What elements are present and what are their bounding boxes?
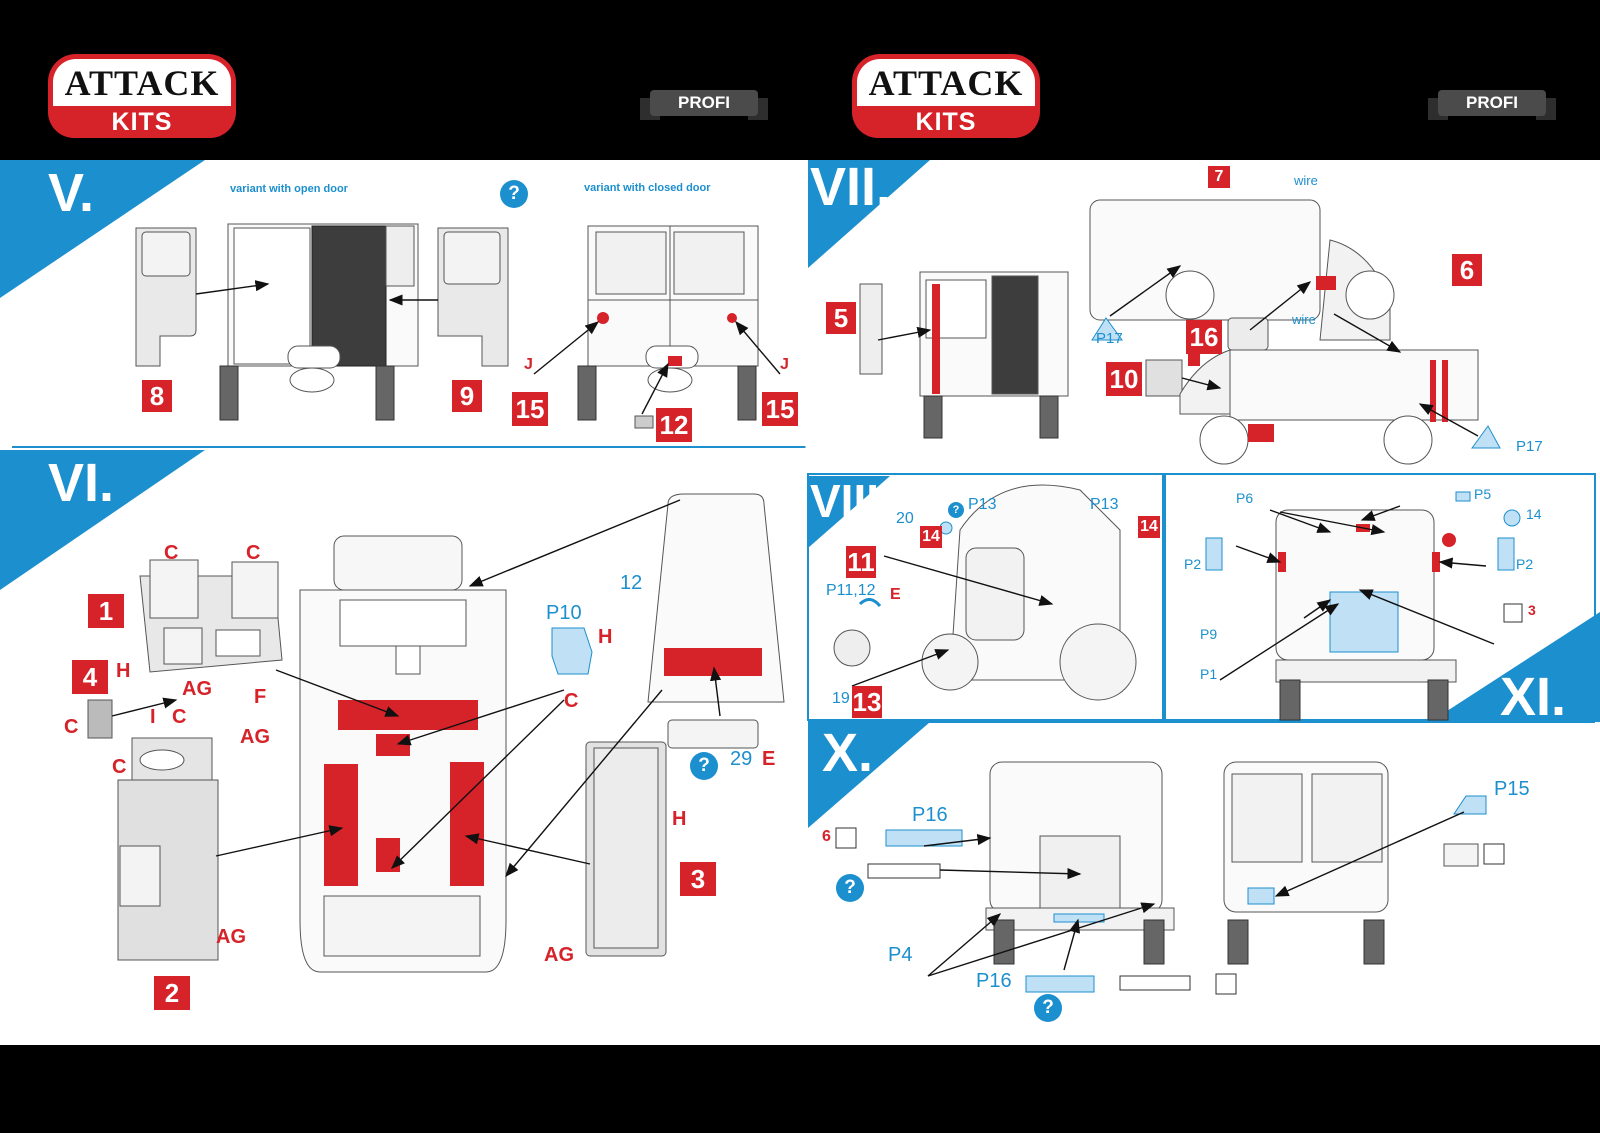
rear-wheel (577, 365, 597, 421)
section-x-corner (808, 722, 930, 828)
header-band (0, 0, 1600, 160)
section-xi-title: XI. (1500, 667, 1567, 727)
letter-label: C (246, 542, 261, 564)
part-label: 20 (896, 510, 914, 527)
footer-band (0, 1045, 1600, 1133)
part-number-badge: 16 (1186, 320, 1222, 354)
variant-open-caption: variant with open door (230, 183, 348, 195)
brand-logo-left: ATTACK KITS (48, 54, 236, 138)
part-label: 29 (730, 748, 753, 770)
letter-label: C (164, 542, 179, 564)
part-label: P16 (976, 970, 1012, 992)
rear-wheel (375, 365, 395, 421)
part-label: P6 (1236, 490, 1254, 506)
part-label: 19 (832, 690, 850, 707)
part-label: 14 (1526, 506, 1542, 522)
section-v-title: V. (48, 163, 95, 223)
section-viii-corner (808, 476, 890, 548)
letter-label: E (890, 586, 901, 603)
part-label: wire (1294, 173, 1318, 188)
section-xi-corner (1430, 612, 1600, 722)
letter-label: H (116, 660, 131, 682)
profi-badge-right: PROFI (1428, 84, 1556, 124)
section-x-title: X. (822, 723, 874, 783)
part-label: P17 (1096, 330, 1123, 347)
letter-label: H (672, 808, 687, 830)
variant-closed-caption: variant with closed door (584, 182, 711, 194)
letter-label: E (762, 748, 776, 770)
letter-label: H (598, 626, 613, 648)
help-icon: ? (948, 502, 964, 518)
section-vi-title: VI. (48, 453, 115, 513)
letter-label: AG (544, 944, 574, 966)
letter-label: C (564, 690, 579, 712)
part-label: P16 (912, 804, 948, 826)
part-number-badge: 11 (846, 546, 876, 578)
part-label: P13 (968, 496, 997, 513)
part-number-badge: 9 (452, 380, 482, 412)
part-number-badge: 14 (920, 526, 942, 548)
brand-logo-right: ATTACK KITS (852, 54, 1040, 138)
profi-badge-text: PROFI (650, 90, 758, 116)
number-label: 6 (822, 828, 831, 845)
help-icon: ? (690, 752, 718, 780)
section-vi-corner (0, 450, 205, 590)
brand-logo-line1: ATTACK (852, 54, 1040, 106)
letter-label: J (524, 356, 533, 373)
letter-label: C (64, 716, 79, 738)
help-icon: ? (1034, 994, 1062, 1022)
section-viii-title: VIII. (810, 475, 892, 527)
part-number-badge: 13 (852, 686, 882, 718)
letter-label: AG (216, 926, 246, 948)
part-number-badge: 8 (142, 380, 172, 412)
letter-label: I (150, 706, 156, 728)
part-label: P13 (1090, 496, 1119, 513)
part-label: P11,12 (826, 582, 876, 599)
part-label: P17 (1516, 438, 1543, 455)
letter-label: AG (182, 678, 212, 700)
part-number-badge: 4 (72, 660, 108, 694)
part-label: P15 (1494, 778, 1530, 800)
rear-wheel (737, 365, 757, 421)
brand-logo-line1: ATTACK (48, 54, 236, 106)
section-vii-corner (808, 160, 930, 268)
part-number-badge: 1 (88, 594, 124, 628)
help-icon: ? (836, 874, 864, 902)
section-vii-title: VII. (810, 157, 892, 217)
part-number-badge: 3 (680, 862, 716, 896)
part-number-badge: 12 (656, 408, 692, 442)
part-label: P10 (546, 602, 582, 624)
part-number-badge: 15 (512, 392, 548, 426)
part-number-badge: 5 (826, 302, 856, 334)
part-label: P5 (1474, 486, 1492, 502)
part-number-badge: 15 (762, 392, 798, 426)
part-label: 12 (620, 572, 643, 594)
section-v-corner (0, 160, 205, 298)
rear-wheel (219, 365, 239, 421)
letter-label: F (254, 686, 267, 708)
letter-label: AG (240, 726, 270, 748)
part-number-badge: 2 (154, 976, 190, 1010)
letter-label: C (172, 706, 187, 728)
part-label: wire (1292, 312, 1316, 327)
letter-label: C (112, 756, 127, 778)
part-number-badge: 6 (1452, 254, 1482, 286)
brand-logo-line2: KITS (852, 106, 1040, 138)
part-number-badge: 7 (1208, 166, 1230, 188)
profi-badge-text: PROFI (1438, 90, 1546, 116)
part-label: P2 (1184, 556, 1202, 572)
help-icon: ? (500, 180, 528, 208)
part-label: P1 (1200, 666, 1218, 682)
part-number-badge: 14 (1138, 516, 1160, 538)
number-label: 3 (1528, 602, 1536, 618)
brand-logo-line2: KITS (48, 106, 236, 138)
part-label: P9 (1200, 626, 1218, 642)
letter-label: J (780, 356, 789, 373)
part-label: P4 (888, 944, 913, 966)
profi-badge-left: PROFI (640, 84, 768, 124)
part-label: P2 (1516, 556, 1534, 572)
part-number-badge: 10 (1106, 362, 1142, 396)
